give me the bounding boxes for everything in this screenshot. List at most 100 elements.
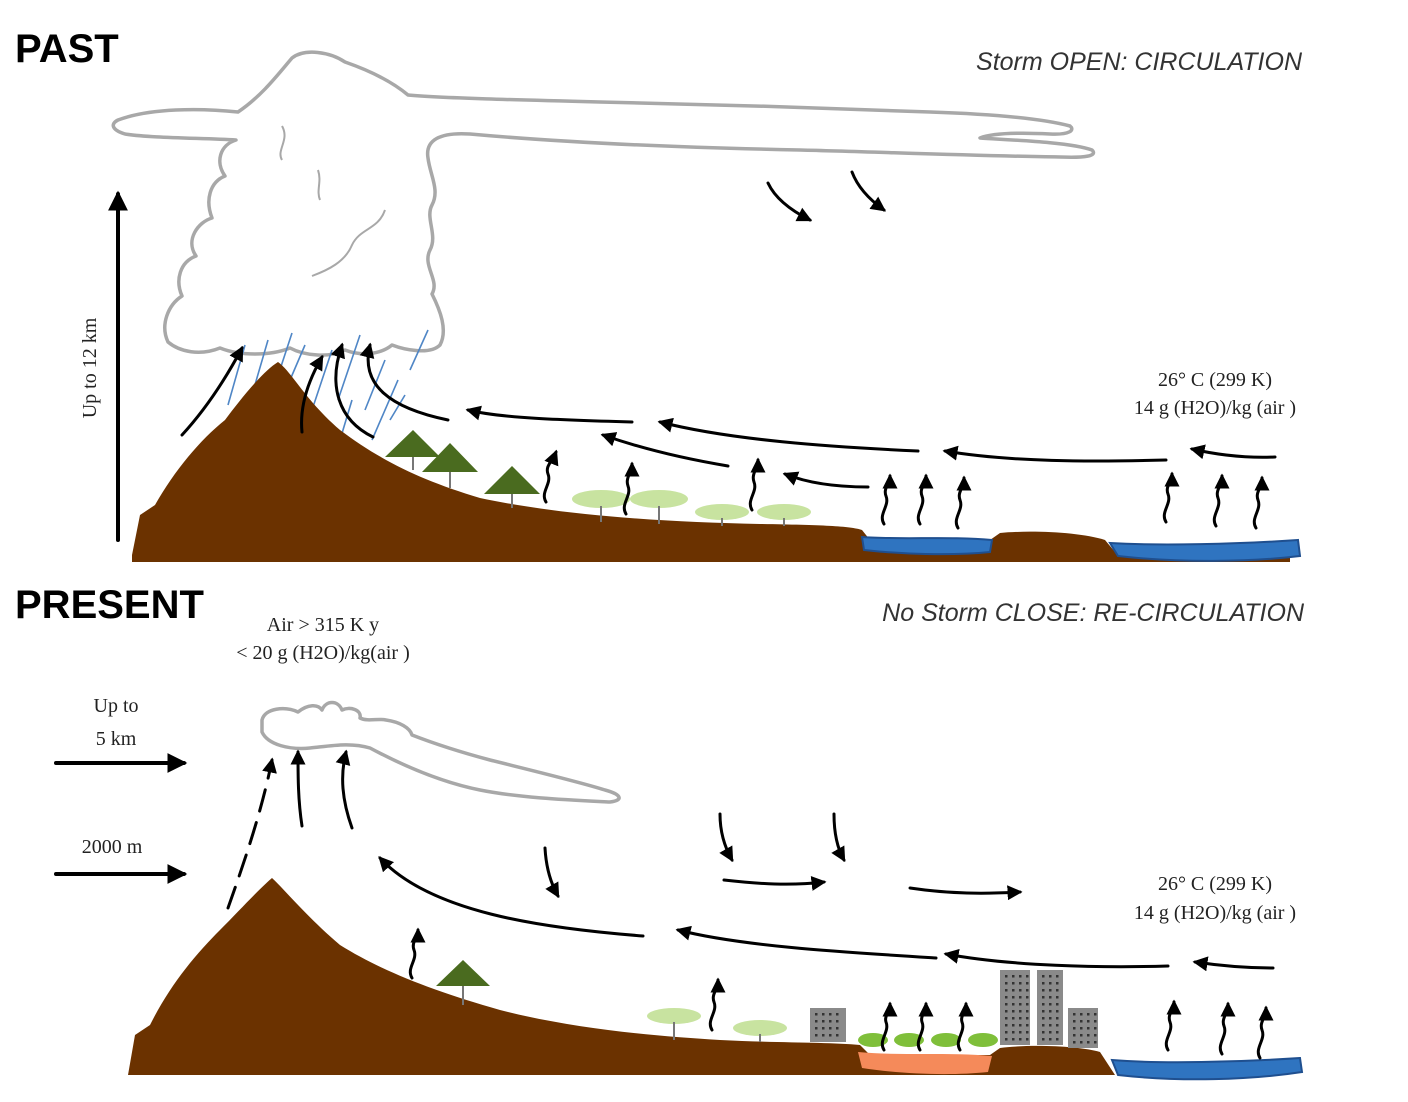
building-window <box>1087 1020 1090 1023</box>
building-window <box>1056 1003 1059 1006</box>
building-window <box>815 1013 818 1016</box>
building-window <box>1005 982 1008 985</box>
building-window <box>1012 1017 1015 1020</box>
building-window <box>1073 1041 1076 1044</box>
building-window <box>1026 1017 1029 1020</box>
pine-tree-icon <box>385 430 540 508</box>
past-sea-air-moisture: 14 g (H2O)/kg (air ) <box>1134 397 1296 419</box>
present-wind-arrows <box>226 749 1275 972</box>
building-window <box>1005 1010 1008 1013</box>
building-window <box>1080 1041 1083 1044</box>
canopy-tree-icon <box>647 1008 787 1042</box>
building-window <box>1012 982 1015 985</box>
bush-icon <box>858 1033 998 1047</box>
building-icon <box>810 970 1098 1048</box>
building-window <box>1005 1017 1008 1020</box>
storm-cloud-icon <box>111 50 1096 357</box>
building-window <box>1094 1013 1097 1016</box>
building-window <box>1080 1034 1083 1037</box>
building-window <box>1019 1031 1022 1034</box>
building-window <box>1012 1010 1015 1013</box>
building-window <box>822 1027 825 1030</box>
past-panel: PAST Storm OPEN: CIRCULATION Up to 12 km <box>15 27 1303 562</box>
building-window <box>1005 1003 1008 1006</box>
building-window <box>1049 996 1052 999</box>
past-lake-left <box>860 535 994 556</box>
building-window <box>1049 982 1052 985</box>
building-window <box>1019 975 1022 978</box>
building-window <box>1056 982 1059 985</box>
canopy-tree-icon <box>572 490 811 526</box>
building-window <box>822 1034 825 1037</box>
building-window <box>829 1020 832 1023</box>
present-sea <box>1110 1056 1304 1081</box>
building-window <box>836 1034 839 1037</box>
building-window <box>1087 1027 1090 1030</box>
building-window <box>1042 1031 1045 1034</box>
building-window <box>1094 1020 1097 1023</box>
past-height-label: Up to 12 km <box>79 317 101 418</box>
evaporation-arrow-icon <box>542 449 1270 530</box>
present-heat-island <box>858 1052 992 1075</box>
building-window <box>815 1027 818 1030</box>
building-window <box>1005 996 1008 999</box>
building-window <box>1019 1003 1022 1006</box>
pine-tree-icon <box>436 960 490 1005</box>
building-window <box>1019 1024 1022 1027</box>
building-window <box>836 1013 839 1016</box>
building-window <box>1019 996 1022 999</box>
building-window <box>1049 1003 1052 1006</box>
building-window <box>1042 996 1045 999</box>
building-window <box>1042 1038 1045 1041</box>
building-window <box>1019 982 1022 985</box>
building-window <box>1026 989 1029 992</box>
building-window <box>1094 1041 1097 1044</box>
building-window <box>1042 1010 1045 1013</box>
building-window <box>1005 989 1008 992</box>
present-sea-air-moisture: 14 g (H2O)/kg (air ) <box>1134 902 1296 924</box>
building-window <box>1080 1013 1083 1016</box>
building-window <box>1049 1031 1052 1034</box>
building-window <box>822 1013 825 1016</box>
past-heading: PAST <box>15 27 119 71</box>
building-window <box>1087 1013 1090 1016</box>
past-sea <box>1108 538 1302 562</box>
building-window <box>1087 1041 1090 1044</box>
building-window <box>1073 1013 1076 1016</box>
building-window <box>1042 989 1045 992</box>
building-window <box>1026 996 1029 999</box>
building-window <box>1042 975 1045 978</box>
past-mode-label: Storm OPEN: CIRCULATION <box>976 48 1303 76</box>
building-window <box>1080 1020 1083 1023</box>
building-window <box>1005 975 1008 978</box>
building-window <box>1012 1031 1015 1034</box>
present-upper-flow-label-2: 5 km <box>96 728 137 750</box>
building-window <box>1012 996 1015 999</box>
building-window <box>1042 982 1045 985</box>
present-heading: PRESENT <box>15 583 204 627</box>
present-warm-air-moisture: < 20 g (H2O)/kg(air ) <box>236 642 409 664</box>
building-window <box>1056 996 1059 999</box>
building-window <box>1012 989 1015 992</box>
building-window <box>1005 1038 1008 1041</box>
building-window <box>1026 982 1029 985</box>
present-warm-air-temp: Air > 315 K y <box>267 614 379 636</box>
building-window <box>1049 1024 1052 1027</box>
building-window <box>1026 1003 1029 1006</box>
building-window <box>1026 1038 1029 1041</box>
building-window <box>1049 1017 1052 1020</box>
building-window <box>1049 1010 1052 1013</box>
building-window <box>829 1034 832 1037</box>
building-window <box>1012 1003 1015 1006</box>
building-window <box>815 1034 818 1037</box>
building-window <box>829 1027 832 1030</box>
building-window <box>1056 1024 1059 1027</box>
building-window <box>836 1027 839 1030</box>
building-window <box>1056 975 1059 978</box>
building-window <box>1019 1017 1022 1020</box>
building-window <box>1073 1034 1076 1037</box>
building-window <box>1042 1003 1045 1006</box>
building-window <box>1026 1024 1029 1027</box>
